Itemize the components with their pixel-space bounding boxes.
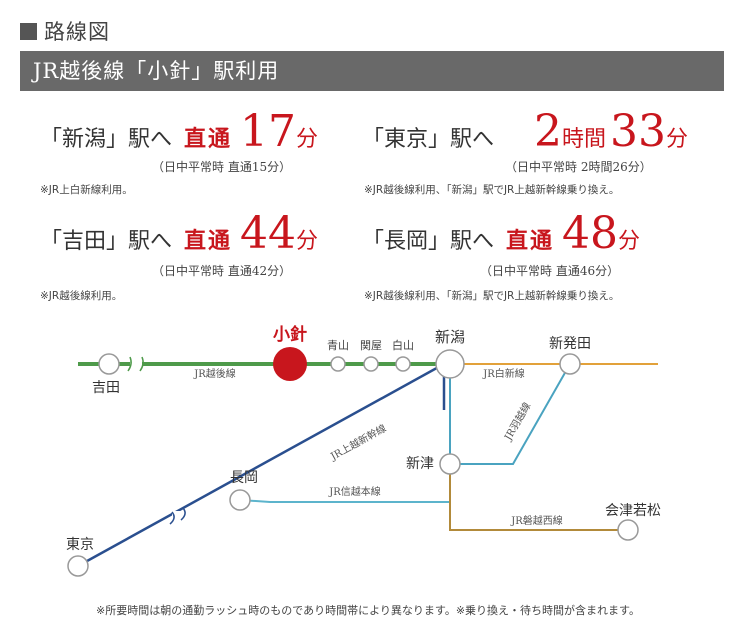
station-hakusan xyxy=(395,356,411,372)
section-heading: 路線図 xyxy=(20,16,110,46)
note-yoshida: ※JR越後線利用。 xyxy=(40,290,123,302)
hours-value: 2 xyxy=(534,106,563,157)
note-niigata: ※JR上白新線利用。 xyxy=(40,184,133,196)
access-yoshida: 「吉田」駅へ 直通 44 分 xyxy=(40,212,318,256)
line-label-joetsu-shinkansen: JR上越新幹線 xyxy=(327,422,388,464)
note-tokyo: ※JR越後線利用、「新潟」駅でJR上越新幹線乗り換え。 xyxy=(364,184,620,196)
station-label-hakusan: 白山 xyxy=(392,338,414,352)
direct-label: 直通 xyxy=(184,126,233,152)
minutes-unit: 分 xyxy=(618,229,641,254)
direct-label: 直通 xyxy=(506,228,555,254)
line-shinkansen xyxy=(77,362,445,568)
station-label-aoyama: 青山 xyxy=(327,339,349,352)
station-label-niitsu: 新津 xyxy=(406,456,434,472)
destination-label: 「東京」駅へ xyxy=(362,127,495,152)
minutes-unit: 分 xyxy=(296,127,319,152)
minutes-unit: 分 xyxy=(666,127,689,152)
station-niitsu xyxy=(439,453,461,475)
station-sekiya xyxy=(363,356,379,372)
destination-label: 「長岡」駅へ xyxy=(362,229,495,254)
access-tokyo: 「東京」駅へ 2 時間 33 分 xyxy=(362,110,688,154)
destination-label: 「吉田」駅へ xyxy=(40,229,173,254)
direct-label: 直通 xyxy=(184,228,233,254)
heading-square-icon xyxy=(20,22,37,40)
section-heading-title: 路線図 xyxy=(44,20,110,44)
line-label-shinetsu: JR信越本線 xyxy=(328,485,381,498)
break-mark-shinkansen xyxy=(169,507,186,527)
hours-unit: 時間 xyxy=(562,127,607,152)
station-label-nagaoka: 長岡 xyxy=(230,470,258,486)
station-label-niigata: 新潟 xyxy=(435,328,465,346)
minutes-value: 44 xyxy=(240,208,297,259)
line-uetsu xyxy=(450,363,571,465)
access-niigata: 「新潟」駅へ 直通 17 分 xyxy=(40,110,318,154)
access-nagaoka: 「長岡」駅へ 直通 48 分 xyxy=(362,212,640,256)
offpeak-yoshida: （日中平常時 直通42分） xyxy=(152,264,292,278)
minutes-unit: 分 xyxy=(296,229,319,254)
station-aoyama xyxy=(330,356,346,372)
station-tokyo xyxy=(67,555,89,577)
line-banetsu xyxy=(449,464,628,531)
station-banner: JR越後線「小針」駅利用 xyxy=(20,51,724,91)
station-label-sekiya: 関屋 xyxy=(360,339,382,352)
minutes-value: 17 xyxy=(240,106,297,157)
station-label-aizuwakamatsu: 会津若松 xyxy=(605,503,661,519)
footnote: ※所要時間は朝の通勤ラッシュ時のものであり時間帯により異なります。※乗り換え・待… xyxy=(96,604,640,617)
station-niigata xyxy=(435,349,465,379)
minutes-value: 48 xyxy=(562,208,619,259)
offpeak-nagaoka: （日中平常時 直通46分） xyxy=(480,264,620,278)
station-yoshida xyxy=(98,353,120,375)
line-label-echigo: JR越後線 xyxy=(193,367,236,380)
destination-label: 「新潟」駅へ xyxy=(40,127,173,152)
station-kobari xyxy=(273,347,307,381)
minutes-value: 33 xyxy=(610,106,667,157)
station-label-shibata: 新発田 xyxy=(549,336,591,352)
offpeak-tokyo: （日中平常時 2時間26分） xyxy=(505,160,652,174)
station-label-tokyo: 東京 xyxy=(66,537,94,553)
line-label-banetsu-west: JR磐越西線 xyxy=(510,514,563,527)
station-shibata xyxy=(559,353,581,375)
offpeak-niigata: （日中平常時 直通15分） xyxy=(152,160,292,174)
station-nagaoka xyxy=(229,489,251,511)
note-nagaoka: ※JR越後線利用、「新潟」駅でJR上越新幹線乗り換え。 xyxy=(364,290,620,302)
station-aizuwakamatsu xyxy=(617,519,639,541)
station-label-yoshida: 吉田 xyxy=(92,380,120,396)
break-mark-echigo xyxy=(127,356,144,372)
station-label-kobari: 小針 xyxy=(273,324,307,345)
line-label-hakushin: JR白新線 xyxy=(482,367,525,380)
